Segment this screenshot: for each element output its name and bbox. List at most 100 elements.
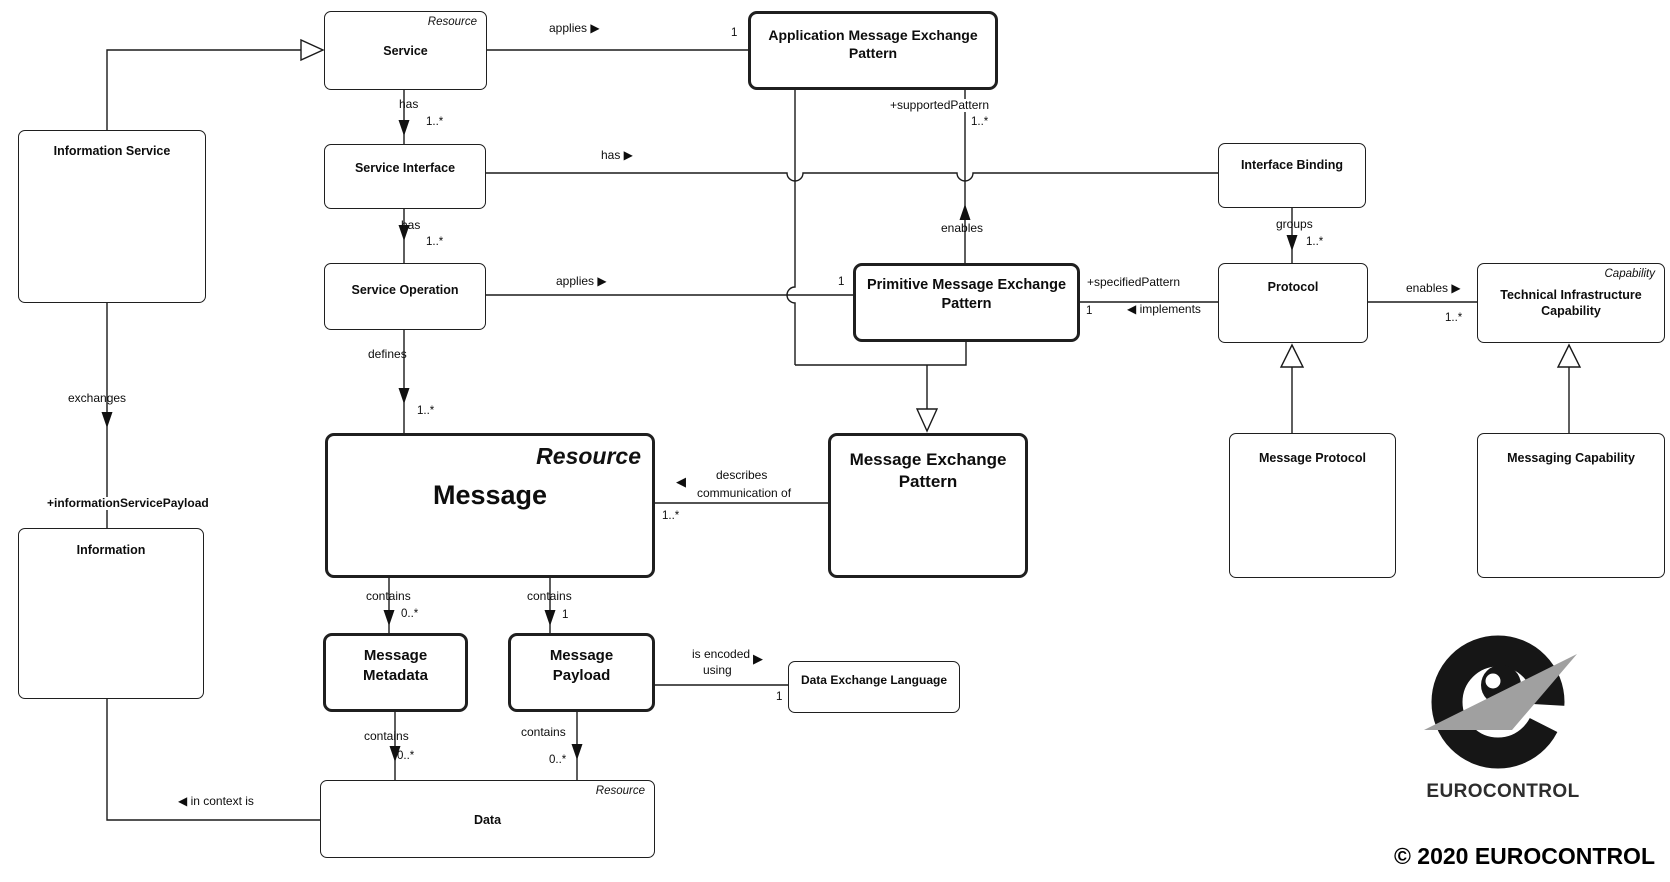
edge-label-groups: groups: [1276, 217, 1313, 231]
class-title: Data Exchange Language: [800, 673, 948, 687]
class-data: Resource Data: [320, 780, 655, 858]
multiplicity: 0..*: [549, 754, 567, 766]
edge-label-supported-pattern: +supportedPattern: [888, 98, 992, 113]
edge-label-applies: applies ▶: [556, 274, 607, 288]
class-title: Message Metadata: [362, 647, 429, 684]
edge-label-has: has: [399, 97, 419, 111]
edge-label-contains: contains: [364, 729, 409, 743]
multiplicity: 1..*: [1306, 236, 1324, 248]
class-message: Resource Message: [325, 433, 655, 578]
edge-label-enables-capability: enables ▶: [1406, 281, 1461, 295]
multiplicity: 0..*: [401, 608, 419, 620]
arrow-contains-payload: [544, 610, 556, 626]
edge-information-context-data: [106, 699, 320, 821]
class-title: Information: [76, 543, 146, 557]
generalization-arrow-protocol: [1279, 343, 1305, 368]
multiplicity: 1..*: [417, 405, 435, 417]
class-message-protocol: Message Protocol: [1229, 433, 1396, 578]
edge-label-defines: defines: [368, 347, 407, 361]
class-title: Application Message Exchange Pattern: [768, 27, 978, 62]
multiplicity: 1..*: [662, 510, 680, 522]
class-message-metadata: Message Metadata: [323, 633, 468, 712]
class-title: Message Payload: [549, 647, 614, 684]
edge-label-exchanges: exchanges: [68, 391, 127, 405]
class-service-operation: Service Operation: [324, 263, 486, 330]
class-title: Technical Infrastructure Capability: [1500, 288, 1642, 319]
class-service-interface: Service Interface: [324, 144, 486, 209]
multiplicity: 1..*: [969, 116, 991, 129]
generalization-arrow-service: [300, 38, 325, 62]
edge-infoservice-generalization: [106, 49, 301, 130]
edge-amep-to-junction: [786, 90, 796, 365]
arrow-exchanges: [101, 412, 113, 428]
class-application-message-exchange-pattern: Application Message Exchange Pattern: [748, 11, 998, 90]
class-message-exchange-pattern: Message Exchange Pattern: [828, 433, 1028, 578]
class-title: Message Exchange Pattern: [849, 450, 1007, 492]
edge-label-applies: applies ▶: [549, 21, 600, 35]
class-title: Information Service: [53, 144, 171, 158]
edge-label-implements: ◀ implements: [1127, 302, 1201, 316]
class-data-exchange-language: Data Exchange Language: [788, 661, 960, 713]
edge-label-enables: enables: [941, 221, 984, 235]
arrow-enables-up: [959, 204, 971, 220]
stereotype-capability: Capability: [1604, 268, 1656, 280]
arrow-right-icon: ▶: [753, 651, 763, 666]
class-technical-infrastructure-capability: Capability Technical Infrastructure Capa…: [1477, 263, 1665, 343]
logo-bowl-highlight: [1485, 673, 1501, 689]
edge-label-contains: contains: [521, 725, 566, 739]
class-title: Primitive Message Exchange Pattern: [866, 277, 1067, 312]
edge-label-in-context-is: ◀ in context is: [178, 794, 254, 808]
edge-label-has-binding: has ▶: [601, 148, 633, 162]
copyright-text: © 2020 EUROCONTROL: [1393, 843, 1655, 869]
edge-interface-has-binding: [486, 172, 1218, 182]
edge-label-contains: contains: [527, 589, 572, 603]
class-title: Message Protocol: [1259, 451, 1366, 465]
generalization-arrow-mep: [915, 408, 939, 433]
edge-label-using: using: [703, 663, 732, 677]
multiplicity: 1: [562, 609, 569, 621]
class-interface-binding: Interface Binding: [1218, 143, 1366, 208]
arrow-groups: [1286, 235, 1298, 251]
arrow-contains-metadata-data: [389, 746, 401, 762]
class-title: Service Interface: [354, 161, 456, 175]
class-messaging-capability: Messaging Capability: [1477, 433, 1665, 578]
class-information-service: Information Service: [18, 130, 206, 303]
edge-label-is-encoded: is encoded: [692, 647, 751, 661]
logo-ring: [1431, 635, 1565, 769]
class-title: Messaging Capability: [1507, 451, 1635, 465]
arrow-defines: [398, 388, 410, 404]
multiplicity: 1..*: [426, 236, 444, 248]
generalization-arrow-tic: [1556, 343, 1582, 368]
arrow-has-interface: [398, 120, 410, 136]
multiplicity: 1: [731, 27, 738, 39]
class-service: Resource Service: [324, 11, 487, 90]
class-protocol: Protocol: [1218, 263, 1368, 343]
class-title: Service Operation: [351, 283, 459, 297]
class-title: Message: [432, 480, 548, 510]
arrow-contains-metadata: [383, 610, 395, 626]
class-title: Protocol: [1267, 280, 1319, 294]
edge-label-has: has: [401, 218, 421, 232]
logo-wing: [1424, 654, 1577, 730]
edge-label-describes: describes: [716, 468, 768, 482]
class-title: Interface Binding: [1240, 158, 1344, 172]
multiplicity: 1: [776, 691, 783, 703]
multiplicity: 1..*: [1445, 312, 1463, 324]
eurocontrol-logo: [1424, 635, 1583, 769]
class-title: Service: [383, 44, 428, 58]
multiplicity: 1..*: [426, 116, 444, 128]
stereotype-resource: Resource: [427, 16, 477, 28]
multiplicity: 1: [1086, 305, 1093, 317]
edge-label-specified-pattern: +specifiedPattern: [1085, 275, 1183, 290]
arrow-has-operation: [398, 225, 410, 241]
edge-label-communication-of: communication of: [697, 486, 792, 500]
class-title: Data: [473, 813, 502, 827]
edge-label-contains: contains: [366, 589, 411, 603]
class-message-payload: Message Payload: [508, 633, 655, 712]
stereotype-resource: Resource: [595, 785, 645, 797]
stereotype-resource: Resource: [536, 443, 641, 469]
class-information: Information: [18, 528, 204, 699]
edge-label-information-service-payload: +informationServicePayload: [45, 496, 211, 511]
